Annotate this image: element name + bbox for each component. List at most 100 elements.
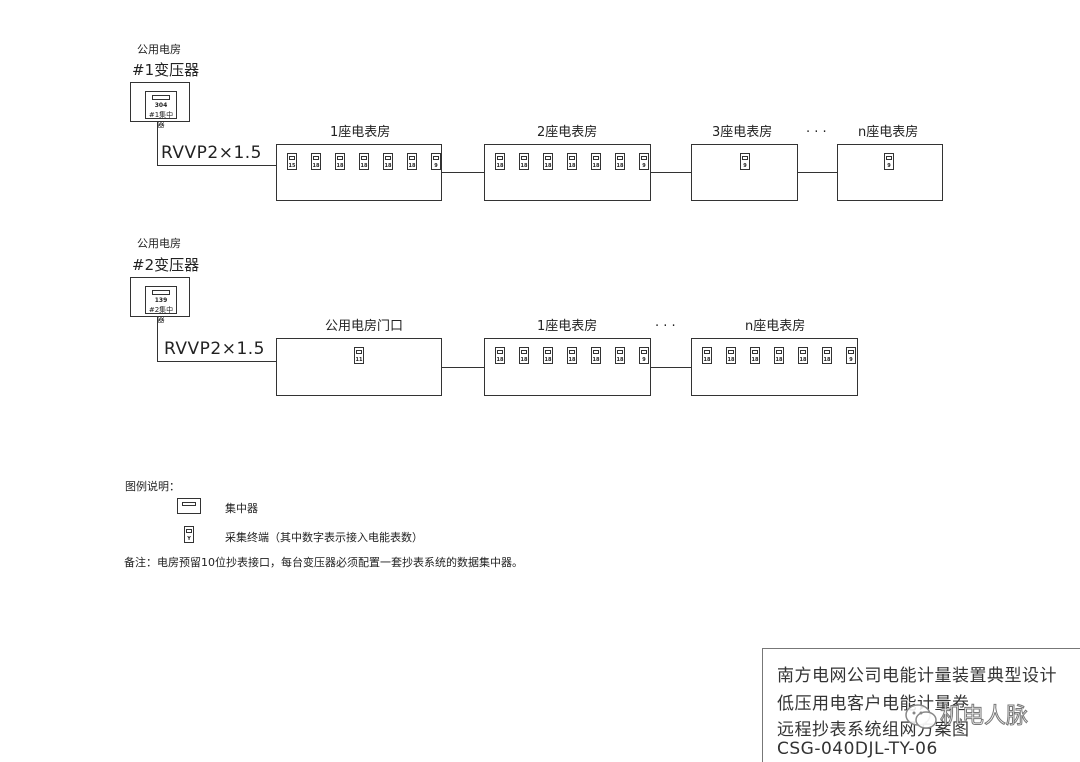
collection-terminal-icon: 18 <box>726 347 736 364</box>
terminal-meter-count: 18 <box>496 357 504 363</box>
collection-terminal-icon: 18 <box>591 153 601 170</box>
collection-terminal-icon: 9 <box>431 153 441 170</box>
concentrator-1: 304 #1集中器 <box>145 91 177 129</box>
terminal-meter-count: 18 <box>544 163 552 169</box>
station-label-2: 公用电房 <box>137 237 181 250</box>
collection-terminal-icon: 18 <box>750 347 760 364</box>
meter-room-box: 11 <box>276 338 442 396</box>
terminal-meter-count: 18 <box>360 163 368 169</box>
terminal-meter-count: 18 <box>336 163 344 169</box>
link-line <box>442 172 484 173</box>
terminal-meter-count: 18 <box>496 163 504 169</box>
terminal-meter-count: 18 <box>408 163 416 169</box>
terminal-meter-count: 9 <box>642 357 646 363</box>
concentrator-number: 304 <box>154 102 168 109</box>
concentrator-screen-icon <box>152 290 170 295</box>
cable-label-1: RVVP2×1.5 <box>161 143 262 163</box>
meter-room-box: 18 18 18 18 18 18 9 <box>691 338 858 396</box>
transformer-box-1: 304 #1集中器 <box>130 82 190 129</box>
collection-terminal-icon: 18 <box>543 347 553 364</box>
ellipsis: · · · <box>806 125 827 140</box>
legend-title: 图例说明： <box>125 480 180 493</box>
terminal-meter-count: 18 <box>384 163 392 169</box>
collection-terminal-icon: 18 <box>383 153 393 170</box>
terminal-meter-count: 18 <box>616 357 624 363</box>
concentrator-2: 139 #2集中器 <box>145 286 177 324</box>
room-title: n座电表房 <box>745 319 806 334</box>
watermark-text: 机电人脉 <box>939 704 1029 729</box>
terminal-meter-count: 9 <box>849 357 853 363</box>
terminal-meter-count: 9 <box>887 163 891 169</box>
terminal-meter-count: 11 <box>355 357 363 363</box>
link-line <box>651 172 691 173</box>
collection-terminal-icon: 18 <box>567 153 577 170</box>
feed-line-vertical-2 <box>157 317 158 362</box>
collection-terminal-icon: 18 <box>615 347 625 364</box>
transformer-label-2: #2变压器 <box>132 256 200 274</box>
terminal-meter-count: 18 <box>520 357 528 363</box>
collection-terminal-icon: 18 <box>543 153 553 170</box>
terminal-meter-count: 18 <box>544 357 552 363</box>
terminal-meter-count: 18 <box>775 357 783 363</box>
room-title: 1座电表房 <box>537 319 598 334</box>
transformer-box-2: 139 #2集中器 <box>130 277 190 324</box>
collection-terminal-icon: 18 <box>822 347 832 364</box>
collection-terminal-icon: 9 <box>639 347 649 364</box>
meter-room-box: 9 <box>837 144 943 201</box>
room-title: 3座电表房 <box>712 125 773 140</box>
collection-terminal-icon: 11 <box>354 347 364 364</box>
room-title: 2座电表房 <box>537 125 598 140</box>
title-block: 南方电网公司电能计量装置典型设计 低压用电客户电能计量卷 远程抄表系统组网方案图… <box>762 648 1080 762</box>
collection-terminal-icon: 18 <box>798 347 808 364</box>
terminal-meter-count: 18 <box>703 357 711 363</box>
collection-terminal-icon: 18 <box>407 153 417 170</box>
collection-terminal-icon: 18 <box>519 347 529 364</box>
concentrator-label: #1集中器 <box>148 111 174 129</box>
terminal-meter-count: 18 <box>568 163 576 169</box>
link-line <box>651 367 691 368</box>
terminal-meter-count: 18 <box>592 357 600 363</box>
terminal-meter-count: 18 <box>751 357 759 363</box>
collection-terminal-icon: 18 <box>335 153 345 170</box>
title-line-1: 南方电网公司电能计量装置典型设计 <box>777 666 1057 686</box>
concentrator-number: 139 <box>154 297 168 304</box>
concentrator-screen-icon <box>152 95 170 100</box>
terminal-meter-count: 9 <box>434 163 438 169</box>
collection-terminal-icon: 18 <box>615 153 625 170</box>
collection-terminal-icon: 18 <box>774 347 784 364</box>
terminal-meter-count: 18 <box>312 163 320 169</box>
meter-room-box: 15 18 18 18 18 18 9 <box>276 144 442 201</box>
collection-terminal-icon: 15 <box>287 153 297 170</box>
collection-terminal-icon: 18 <box>567 347 577 364</box>
meter-room-box: 18 18 18 18 18 18 9 <box>484 144 651 201</box>
collection-terminal-icon: 18 <box>519 153 529 170</box>
collection-terminal-icon: 18 <box>359 153 369 170</box>
feed-line-horizontal-2 <box>157 361 276 362</box>
collection-terminal-icon: 18 <box>591 347 601 364</box>
room-title: 1座电表房 <box>330 125 391 140</box>
wechat-icon <box>905 704 937 729</box>
terminal-meter-count: 15 <box>288 163 296 169</box>
cable-label-2: RVVP2×1.5 <box>164 339 265 359</box>
collection-terminal-icon: 9 <box>884 153 894 170</box>
terminal-meter-count: 18 <box>799 357 807 363</box>
feed-line-vertical-1 <box>157 122 158 166</box>
collection-terminal-icon: 9 <box>846 347 856 364</box>
legend-note: 备注：电房预留10位抄表接口，每台变压器必须配置一套抄表系统的数据集中器。 <box>124 556 523 569</box>
collection-terminal-icon: 18 <box>702 347 712 364</box>
meter-room-box: 18 18 18 18 18 18 9 <box>484 338 651 396</box>
terminal-meter-count: 9 <box>642 163 646 169</box>
terminal-meter-count: 18 <box>592 163 600 169</box>
legend-concentrator-label: 集中器 <box>225 502 258 515</box>
terminal-meter-count: 9 <box>743 163 747 169</box>
legend-terminal-label: 采集终端（其中数字表示接入电能表数） <box>225 531 423 544</box>
collection-terminal-icon: 9 <box>740 153 750 170</box>
link-line <box>798 172 837 173</box>
legend-concentrator-icon <box>177 498 201 514</box>
title-line-4: CSG-040DJL-TY-06 <box>777 739 938 759</box>
collection-terminal-icon: 18 <box>495 347 505 364</box>
meter-room-box: 9 <box>691 144 798 201</box>
terminal-meter-count: 18 <box>616 163 624 169</box>
transformer-label-1: #1变压器 <box>132 61 200 79</box>
feed-line-horizontal-1 <box>157 165 276 166</box>
